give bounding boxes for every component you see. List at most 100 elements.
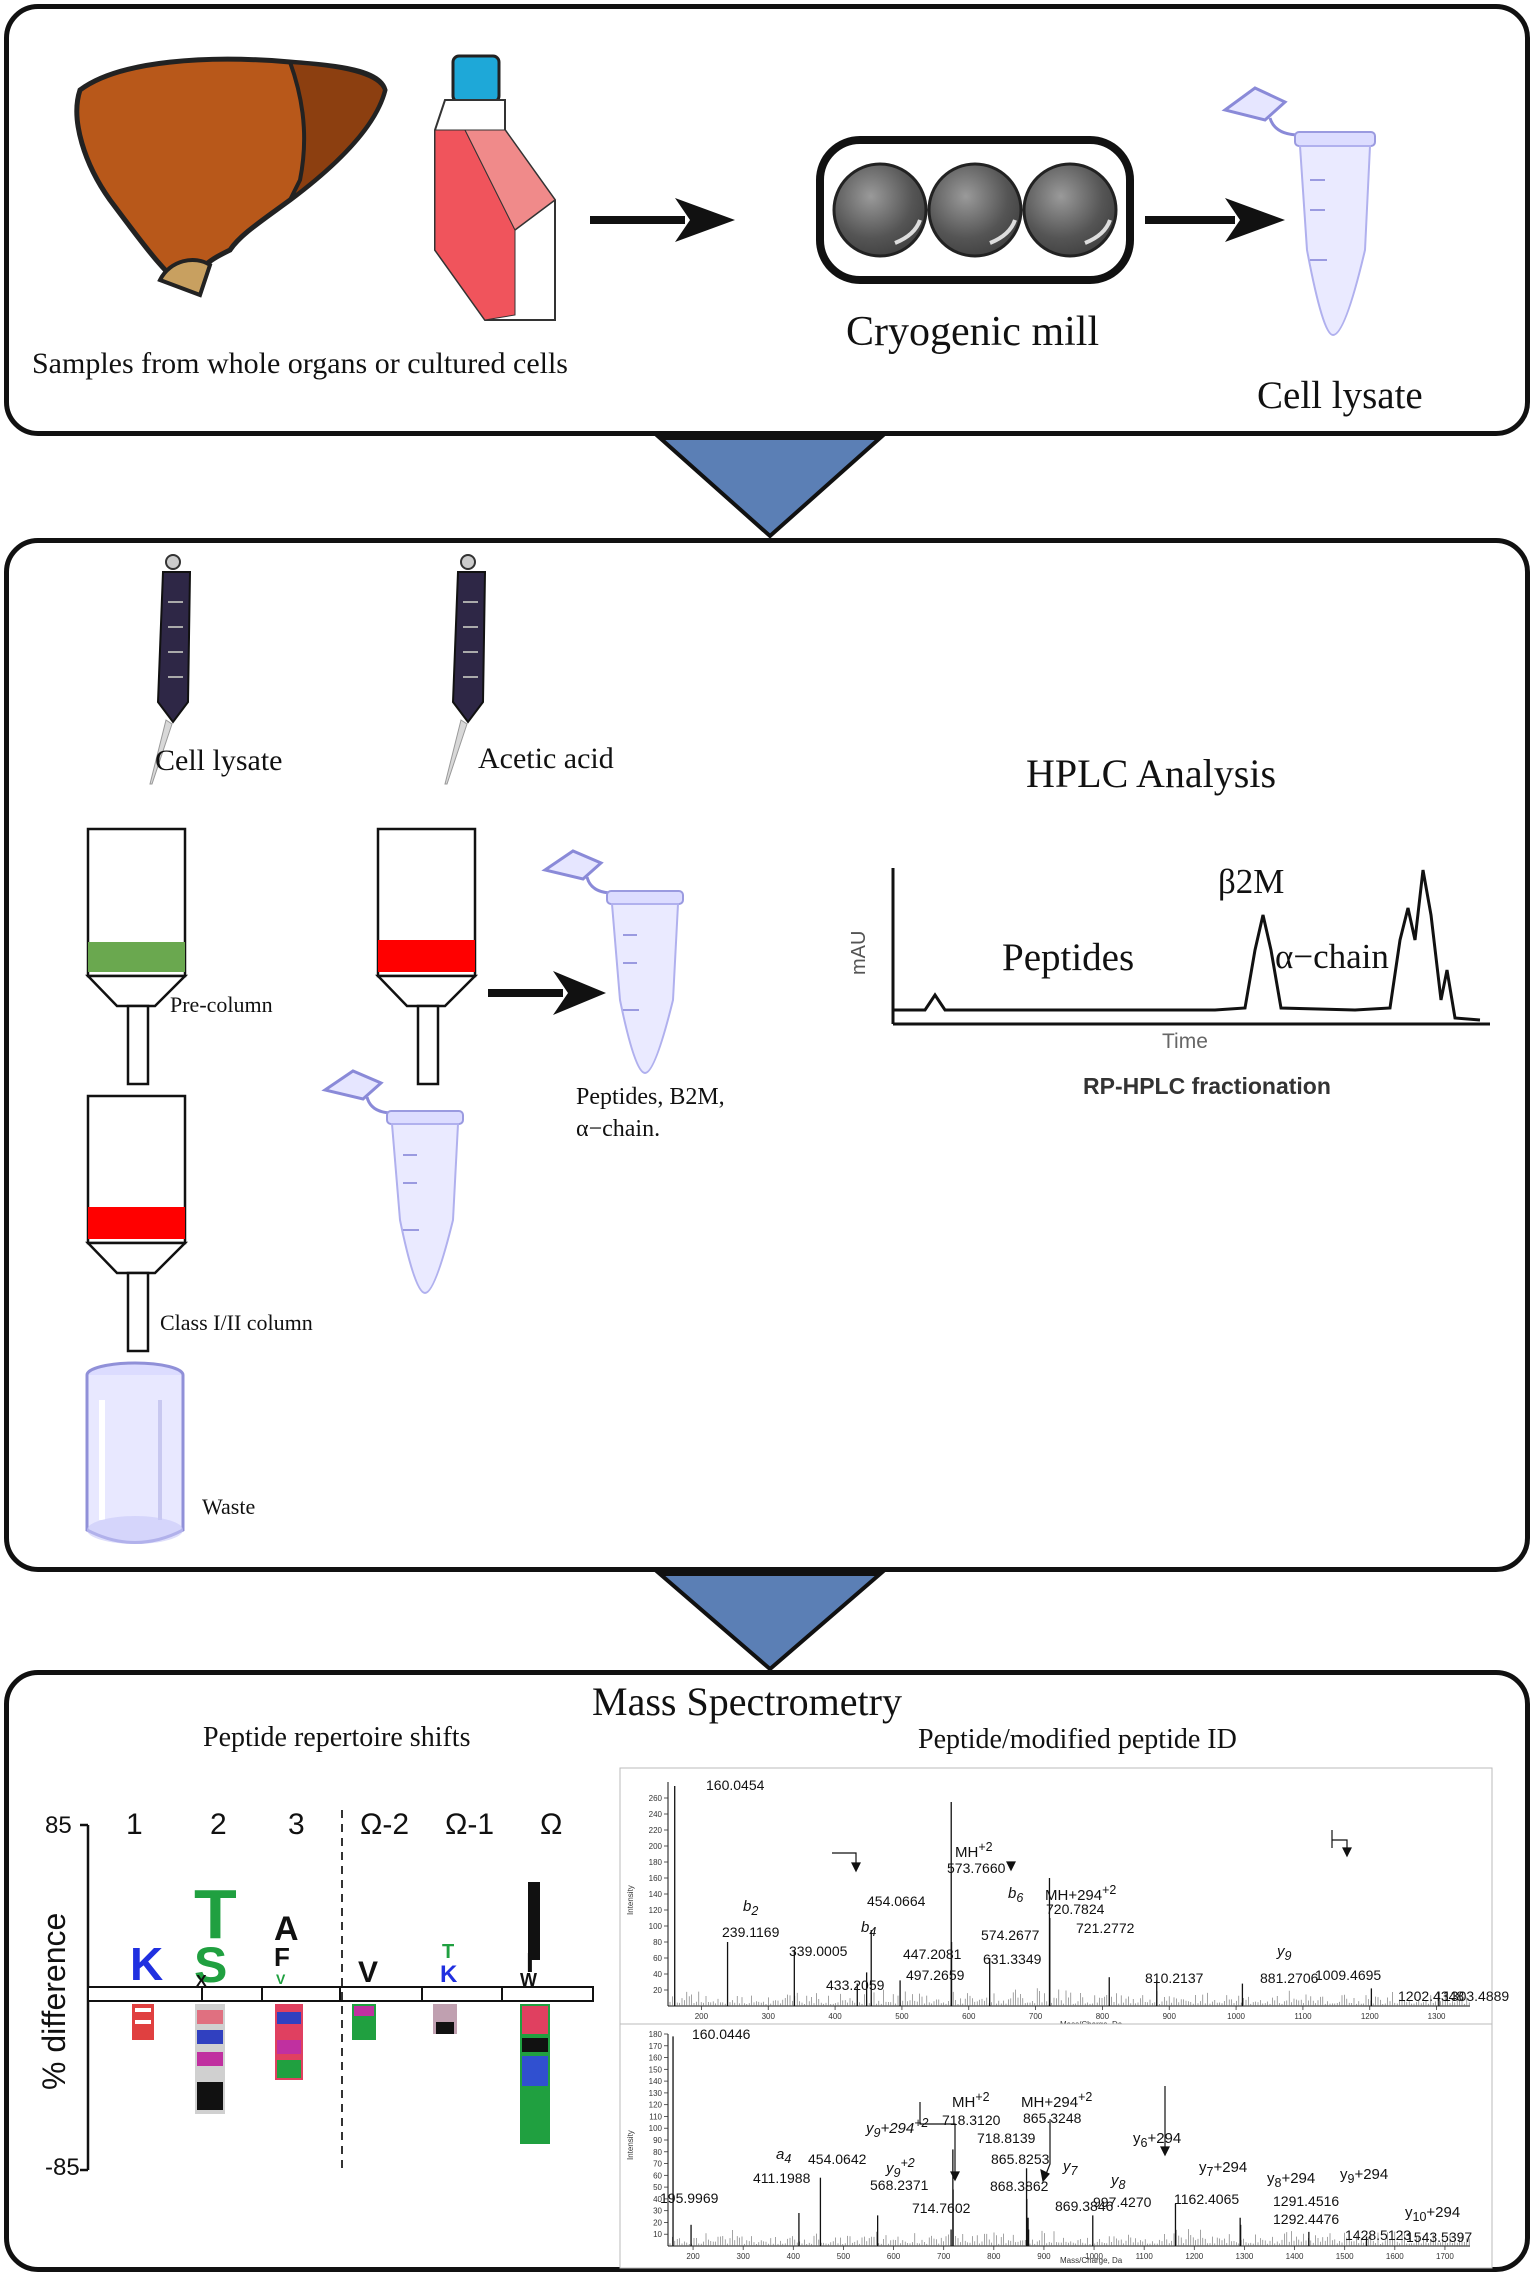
x-tick-label: 800 [1096, 2012, 1110, 2021]
svg-text:I: I [526, 1947, 534, 1978]
spectrum2-peak-label: y9+294+2 [866, 2116, 929, 2140]
spectrum2-peak-label: 1292.4476 [1273, 2211, 1340, 2227]
arrow-icon [488, 971, 606, 1015]
pre-column-icon [85, 827, 189, 1086]
x-tick-label: 500 [895, 2012, 909, 2021]
x-tick-label: 400 [787, 2252, 801, 2261]
spectrum2-peak-label: 865.3248 [1023, 2110, 1082, 2126]
spectrum2-peak-label: y9+294 [1340, 2166, 1389, 2186]
x-tick-label: 1400 [1286, 2252, 1304, 2261]
spectrum2-peak-label: 718.8139 [977, 2130, 1036, 2146]
logo-position-label: 2 [210, 1808, 227, 1841]
y-tick-label: 130 [649, 2089, 663, 2098]
y-tick-label: 140 [649, 1890, 663, 1899]
y-tick-label: 100 [649, 2124, 663, 2133]
pipette-icon [149, 554, 192, 785]
svg-text:F: F [274, 1942, 290, 1972]
spectrum2-peak-label: 1543.5397 [1406, 2229, 1473, 2245]
spectrum2-peak-label: 195.9969 [660, 2190, 719, 2206]
y-tick-label: 200 [649, 1842, 663, 1851]
spectrum2-peak-label: 869.3846 [1055, 2198, 1114, 2214]
spectrum1-peak-label: 339.0005 [789, 1943, 848, 1959]
hplc-alpha-label: α−chain [1275, 937, 1389, 976]
y-tick-label: 120 [649, 2101, 663, 2110]
arrow-icon [1145, 198, 1285, 242]
logo-position-label: 1 [126, 1808, 143, 1841]
y-tick-label: 20 [653, 2218, 662, 2227]
y-tick-label: 160 [649, 2054, 663, 2063]
svg-text:K: K [440, 1961, 458, 1988]
spectrum1-peak-label: 160.0454 [706, 1777, 765, 1793]
svg-text:X: X [196, 1973, 207, 1990]
microcentrifuge-tube-icon [321, 1069, 464, 1295]
peptide-id-title: Peptide/modified peptide ID [918, 1724, 1237, 1755]
flow-down-arrow-icon [654, 1572, 886, 1672]
y-tick-label: 140 [649, 2077, 663, 2086]
spectrum2-peak-label: 868.3862 [990, 2178, 1049, 2194]
spectrum1-peak-label: 631.3349 [983, 1951, 1042, 1967]
waste-beaker-icon [85, 1361, 185, 1544]
flow-down-arrow-icon [654, 436, 886, 539]
y-tick-label: 260 [649, 1794, 663, 1803]
svg-text:T: T [442, 1941, 454, 1963]
spectrum2-peak-label: y7 [1063, 2158, 1078, 2178]
arrow-icon [590, 198, 735, 242]
hplc-b2m-label: β2M [1218, 862, 1285, 901]
y-tick-label: 60 [653, 1954, 662, 1963]
x-tick-label: 1600 [1386, 2252, 1404, 2261]
x-tick-label: 200 [695, 2012, 709, 2021]
x-tick-label: 700 [1029, 2012, 1043, 2021]
cell-lysate-label: Cell lysate [1257, 374, 1423, 417]
lysate-pipette-label: Cell lysate [155, 744, 283, 777]
x-tick-label: 600 [962, 2012, 976, 2021]
spectrum1-peak-label: 574.2677 [981, 1927, 1040, 1943]
hplc-peptides-label: Peptides [1002, 936, 1135, 979]
x-tick-label: 1700 [1436, 2252, 1454, 2261]
x-tick-label: 400 [828, 2012, 842, 2021]
svg-text:V: V [358, 1956, 378, 1989]
hplc-y-label: mAU [848, 930, 870, 975]
spectrum2-peak-label: a4 [776, 2146, 792, 2166]
mass-spec-title: Mass Spectrometry [592, 1679, 902, 1724]
ms-spectrum-2: 1020304050607080901001101201301401501601… [619, 2023, 1493, 2269]
y-tick-label: 40 [653, 2195, 662, 2204]
spectrum1-peak-label: MH+294+2 [1045, 1883, 1117, 1904]
logo-position-label: Ω-2 [360, 1808, 410, 1841]
microcentrifuge-tube-icon [1221, 86, 1376, 337]
cryogenic-mill-icon [816, 136, 1134, 284]
y-tick-label: 120 [649, 1906, 663, 1915]
x-tick-label: 1100 [1294, 2012, 1312, 2021]
logo-y-top-label: 85 [45, 1812, 72, 1839]
spectrum2-peak-label: 1291.4516 [1273, 2193, 1340, 2209]
x-tick-label: 300 [737, 2252, 751, 2261]
y-tick-label: 180 [649, 2030, 663, 2039]
x-tick-label: 1000 [1085, 2252, 1103, 2261]
x-tick-label: 600 [887, 2252, 901, 2261]
x-tick-label: 1500 [1336, 2252, 1354, 2261]
spectrum2-peak-label: 997.4270 [1093, 2194, 1152, 2210]
spectrum2-peak-label: 411.1988 [753, 2170, 811, 2186]
spectrum1-peak-label: 573.7660 [947, 1860, 1006, 1876]
spectrum2-y-label: Intensity [626, 2130, 635, 2160]
samples-label: Samples from whole organs or cultured ce… [32, 347, 568, 380]
y-tick-label: 50 [653, 2183, 662, 2192]
x-tick-label: 1000 [1227, 2012, 1245, 2021]
y-tick-label: 90 [653, 2136, 662, 2145]
x-tick-label: 800 [987, 2252, 1001, 2261]
spectrum1-peak-label: 239.1169 [722, 1924, 780, 1940]
svg-text:K: K [130, 1938, 163, 1990]
spectrum1-peak-label: 433.2059 [826, 1977, 885, 1993]
spectrum2-peak-label: 718.3120 [942, 2112, 1001, 2128]
spectrum2-peak-label: 568.2371 [870, 2177, 929, 2193]
spectrum2-peak-label: 714.7602 [912, 2200, 971, 2216]
spectrum1-peak-label: b6 [1008, 1885, 1024, 1905]
y-tick-label: 100 [649, 1922, 663, 1931]
logo-position-label: 3 [288, 1808, 305, 1841]
spectrum2-peak-label: 1428.5123 [1345, 2227, 1412, 2243]
spectrum2-peak-label: y6+294 [1133, 2130, 1182, 2150]
y-tick-label: 30 [653, 2207, 662, 2216]
x-tick-label: 500 [837, 2252, 851, 2261]
repertoire-title: Peptide repertoire shifts [203, 1722, 471, 1753]
x-tick-label: 1200 [1361, 2012, 1379, 2021]
